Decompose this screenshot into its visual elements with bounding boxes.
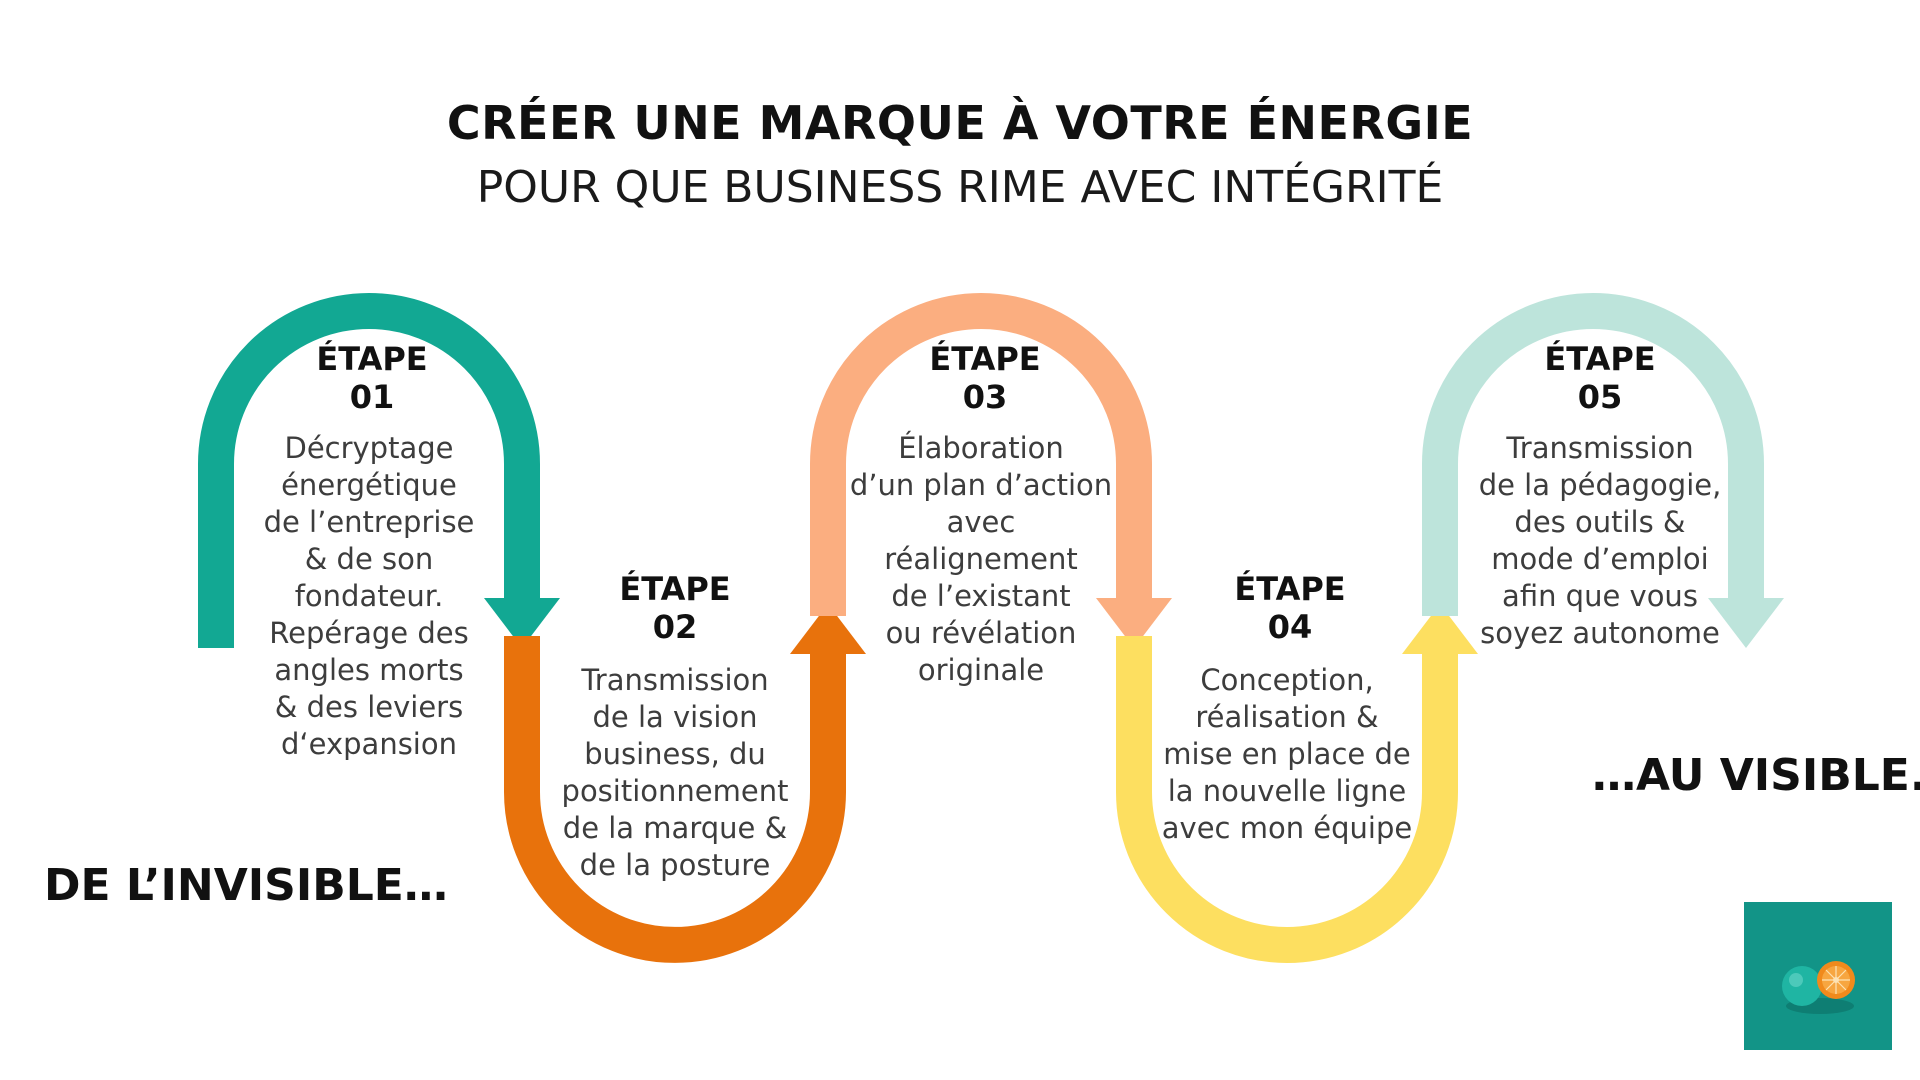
step-05-line: des outils & xyxy=(1514,505,1686,539)
step-05-number: 05 xyxy=(1577,378,1623,416)
step-02-line: positionnement xyxy=(561,774,789,808)
step-03-heading: ÉTAPE 03 xyxy=(855,340,1115,416)
step-03-label: ÉTAPE xyxy=(929,340,1041,378)
step-03-line: avec xyxy=(946,505,1016,539)
step-05-line: Transmission xyxy=(1506,431,1694,465)
step-01-line: angles morts xyxy=(274,653,464,687)
step-01-line: d‘expansion xyxy=(281,727,457,761)
step-01-line: de l’entreprise xyxy=(263,505,475,539)
step-05-line: soyez autonome xyxy=(1480,616,1720,650)
step-05-label: ÉTAPE xyxy=(1544,340,1656,378)
step-04-line: mise en place de xyxy=(1163,737,1411,771)
step-03-arch xyxy=(810,293,1152,616)
step-04-line: la nouvelle ligne xyxy=(1167,774,1407,808)
step-02-line: de la vision xyxy=(592,700,758,734)
page-title: CRÉER UNE MARQUE À VOTRE ÉNERGIE xyxy=(446,96,1474,150)
step-01-arrow-down-icon xyxy=(484,598,560,648)
step-04-heading: ÉTAPE 04 xyxy=(1160,570,1420,646)
step-02-line: de la marque & xyxy=(562,811,788,845)
step-01-line: & de son xyxy=(304,542,434,576)
step-01-line: Décryptage xyxy=(284,431,454,465)
step-01-line: Repérage des xyxy=(269,616,469,650)
step-04-valley xyxy=(1116,636,1458,963)
page-subtitle: POUR QUE BUSINESS RIME AVEC INTÉGRITÉ xyxy=(476,162,1444,213)
step-01-line: & des leviers xyxy=(274,690,464,724)
step-02-arrow-up-icon xyxy=(790,604,866,654)
step-05-line: mode d’emploi xyxy=(1491,542,1709,576)
step-04-label: ÉTAPE xyxy=(1234,570,1346,608)
end-label: …AU VISIBLE. xyxy=(1592,750,1920,801)
step-01-line: fondateur. xyxy=(294,579,444,613)
step-04-description: Conception, réalisation & mise en place … xyxy=(1147,662,1427,847)
step-02-label: ÉTAPE xyxy=(619,570,731,608)
step-02-valley xyxy=(504,636,846,963)
step-03-line: d’un plan d’action xyxy=(849,468,1113,502)
step-02-number: 02 xyxy=(652,608,698,646)
step-04-line: avec mon équipe xyxy=(1161,811,1413,845)
step-02-line: Transmission xyxy=(581,663,769,697)
step-04-arrow-up-icon xyxy=(1402,604,1478,654)
step-03-arrow-down-icon xyxy=(1096,598,1172,648)
step-03-description: Élaboration d’un plan d’action avec réal… xyxy=(841,430,1121,689)
step-04-line: Conception, xyxy=(1200,663,1374,697)
step-05-description: Transmission de la pédagogie, des outils… xyxy=(1460,430,1740,652)
step-04-line: réalisation & xyxy=(1195,700,1379,734)
step-05-heading: ÉTAPE 05 xyxy=(1470,340,1730,416)
step-01-label: ÉTAPE xyxy=(316,340,428,378)
step-02-line: de la posture xyxy=(579,848,771,882)
step-01-description: Décryptage énergétique de l’entreprise &… xyxy=(229,430,509,763)
step-05-arch xyxy=(1422,293,1764,616)
step-03-line: originale xyxy=(917,653,1045,687)
step-01-heading: ÉTAPE 01 xyxy=(242,340,502,416)
brand-logo xyxy=(1744,902,1892,1050)
start-label: DE L’INVISIBLE… xyxy=(44,860,448,911)
step-01-number: 01 xyxy=(349,378,395,416)
step-04-number: 04 xyxy=(1267,608,1313,646)
orange-fruit-icon xyxy=(1782,961,1855,1014)
step-03-line: de l’existant xyxy=(891,579,1071,613)
step-03-line: ou révélation xyxy=(885,616,1077,650)
step-02-heading: ÉTAPE 02 xyxy=(545,570,805,646)
step-05-line: de la pédagogie, xyxy=(1478,468,1722,502)
step-05-line: afin que vous xyxy=(1502,579,1698,613)
step-03-line: réalignement xyxy=(884,542,1078,576)
step-03-number: 03 xyxy=(962,378,1008,416)
step-01-line: énergétique xyxy=(281,468,457,502)
step-02-description: Transmission de la vision business, du p… xyxy=(535,662,815,884)
step-02-line: business, du xyxy=(584,737,766,771)
step-03-line: Élaboration xyxy=(898,431,1064,465)
step-01-arch xyxy=(198,293,540,648)
step-05-arrow-down-icon xyxy=(1708,598,1784,648)
